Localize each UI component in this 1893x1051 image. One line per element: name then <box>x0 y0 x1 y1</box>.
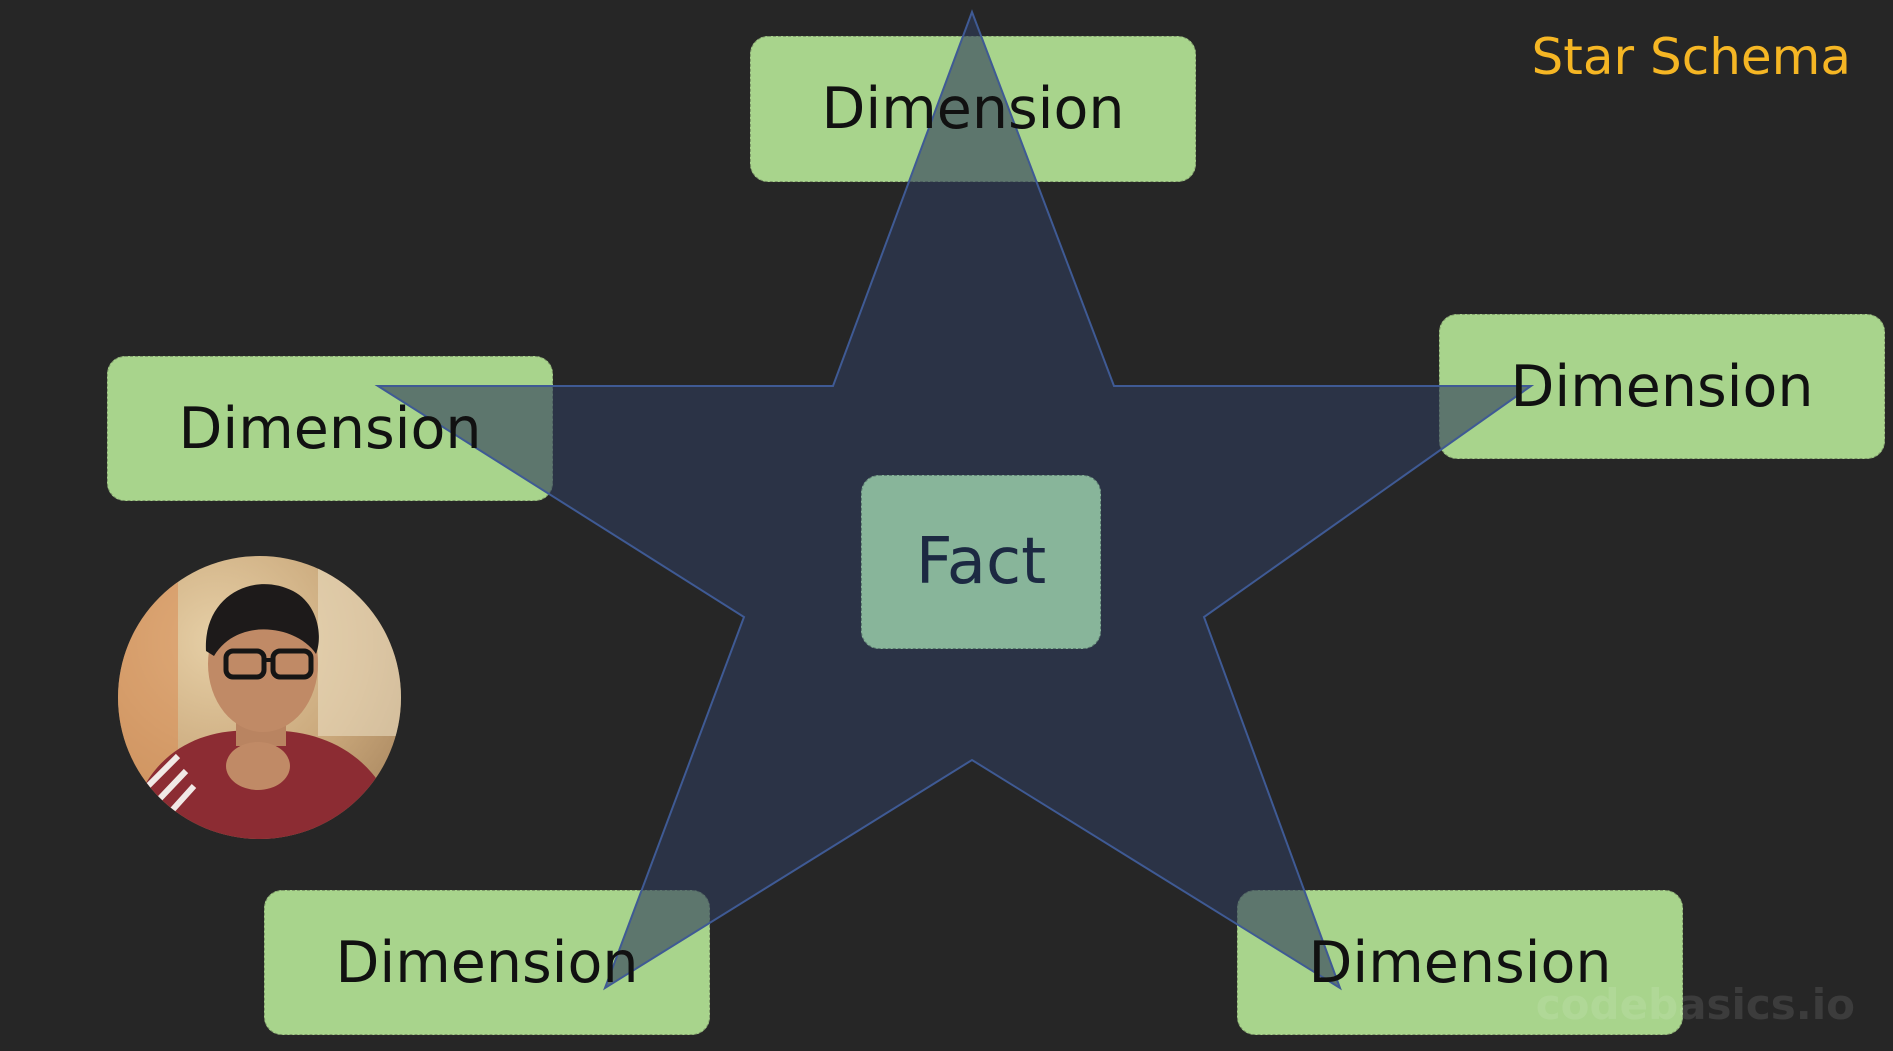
slide-title: Star Schema <box>1531 28 1851 86</box>
dimension-label: Dimension <box>178 395 482 462</box>
watermark-text: codebasics.io <box>1535 980 1855 1029</box>
dimension-box-top: Dimension <box>750 36 1196 182</box>
dimension-box-bottom-left: Dimension <box>264 890 710 1035</box>
dimension-box-right: Dimension <box>1439 314 1885 459</box>
dimension-box-left: Dimension <box>107 356 553 501</box>
dimension-label: Dimension <box>1510 353 1814 420</box>
dimension-label: Dimension <box>821 76 1125 142</box>
presenter-webcam-icon <box>118 556 401 839</box>
fact-label: Fact <box>915 525 1047 599</box>
presenter-avatar <box>118 556 401 839</box>
dimension-label: Dimension <box>1308 929 1612 996</box>
dimension-label: Dimension <box>335 929 639 996</box>
fact-box: Fact <box>861 475 1101 649</box>
